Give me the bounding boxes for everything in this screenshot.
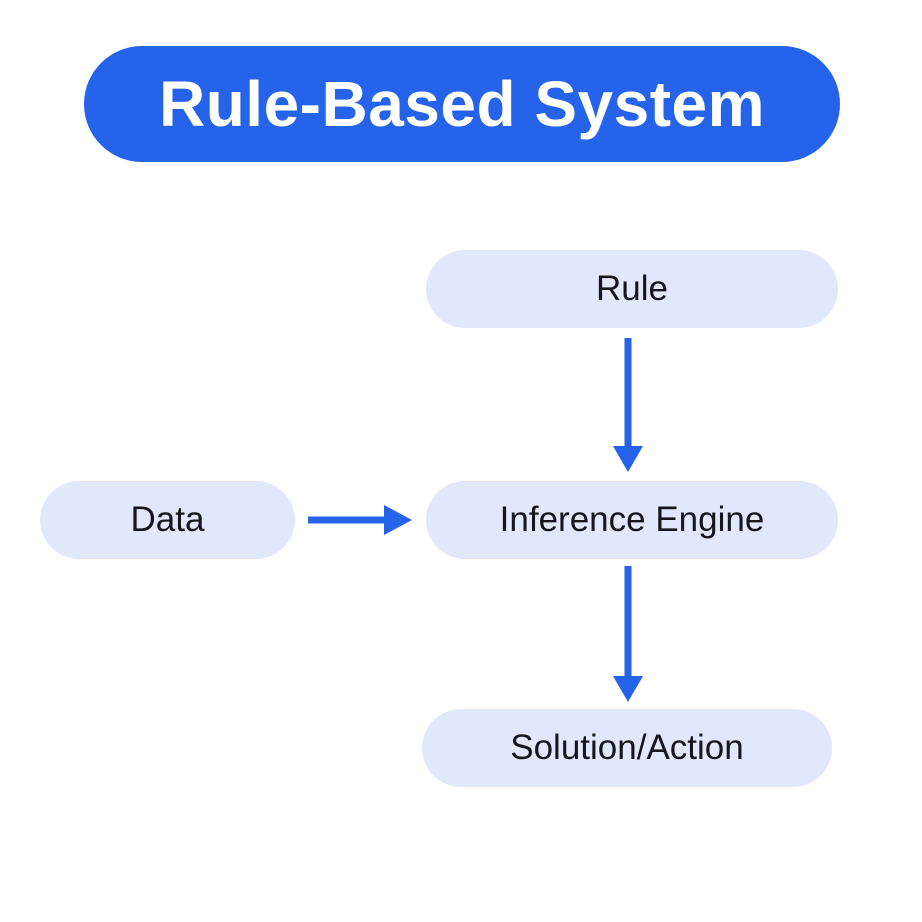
node-solution-action-label: Solution/Action: [510, 728, 744, 767]
node-inference-engine-label: Inference Engine: [499, 500, 765, 539]
arrow-rule-to-inference-icon: [613, 338, 643, 472]
diagram-title-pill: Rule-Based System: [84, 46, 840, 162]
node-solution-action: Solution/Action: [422, 709, 832, 787]
node-data: Data: [40, 481, 295, 559]
node-rule-label: Rule: [596, 269, 668, 308]
arrow-inference-to-solution-icon: [613, 566, 643, 702]
node-rule: Rule: [426, 250, 838, 328]
node-data-label: Data: [130, 500, 205, 539]
arrow-data-to-inference-icon: [308, 505, 412, 535]
node-inference-engine: Inference Engine: [426, 481, 838, 559]
diagram-title: Rule-Based System: [158, 68, 766, 140]
